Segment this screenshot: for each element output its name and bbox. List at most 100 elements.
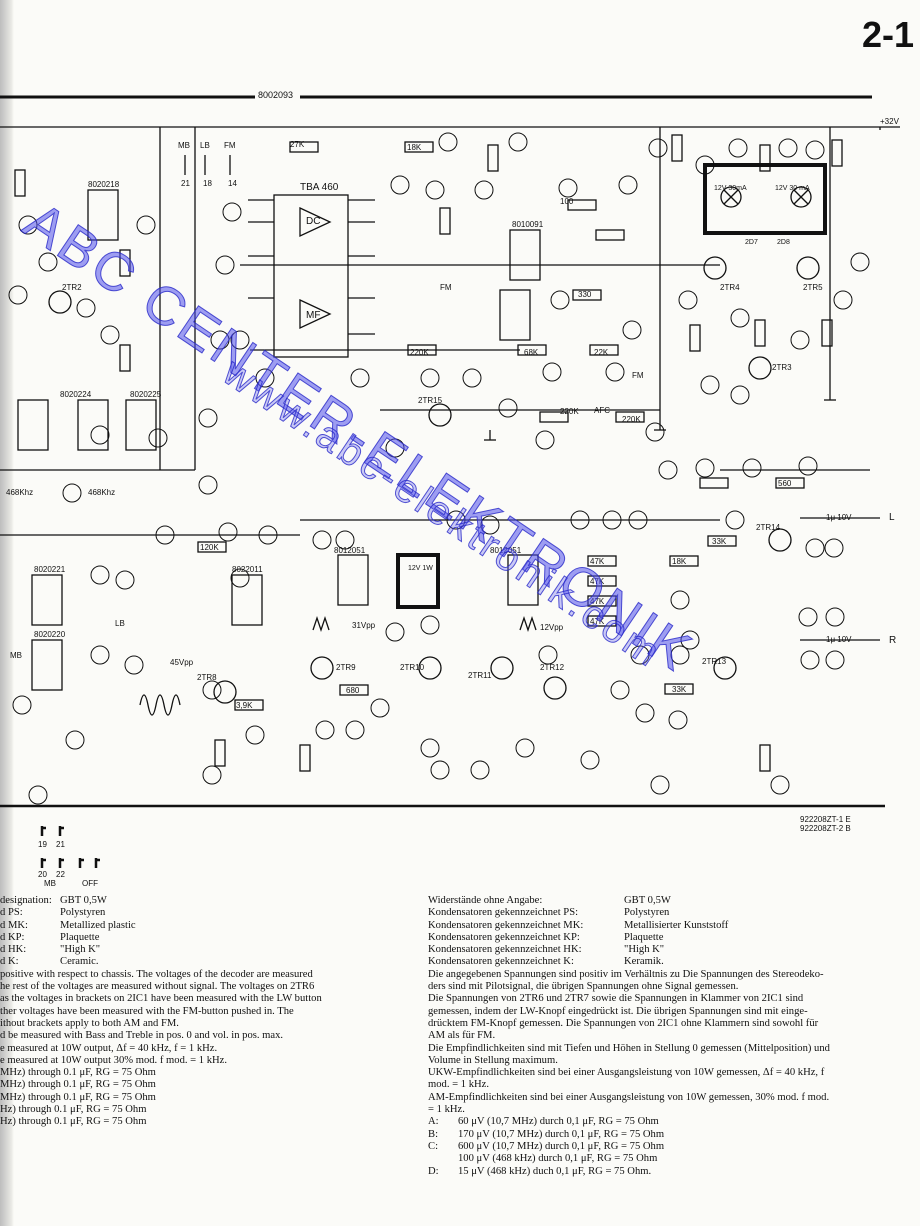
note-line: Die Spannungen von 2TR6 und 2TR7 sowie d…	[428, 993, 804, 1005]
svg-text:100: 100	[560, 197, 574, 206]
svg-text:3,9K: 3,9K	[236, 701, 253, 710]
svg-text:8022011: 8022011	[232, 565, 263, 574]
measurement-row: C: 600 μV (10,7 MHz) durch 0,1 μF, RG = 7…	[428, 1141, 916, 1153]
svg-text:L: L	[889, 512, 895, 523]
measurement-value: 600 μV (10,7 MHz) durch 0,1 μF, RG = 75 …	[458, 1140, 665, 1152]
svg-text:FM: FM	[440, 283, 452, 292]
def-row: designation: GBT 0,5W	[0, 895, 410, 907]
note-line: he rest of the voltages are measured wit…	[0, 981, 315, 993]
svg-text:AFC: AFC	[594, 406, 610, 415]
svg-text:68K: 68K	[524, 348, 539, 357]
note-line: Hz) through 0.1 μF, RG = 75 Ohm	[0, 1104, 147, 1116]
def-key: d KP:	[0, 931, 25, 943]
note-line: ders sind mit Pilotsignal, die übrigen S…	[428, 981, 739, 993]
svg-text:FM: FM	[224, 141, 236, 150]
svg-text:220K: 220K	[560, 407, 579, 416]
svg-text:2TR2: 2TR2	[62, 283, 82, 292]
measurement-row: 100 μV (468 kHz) durch 0,1 μF, RG = 75 O…	[428, 1153, 916, 1165]
svg-text:8012051: 8012051	[490, 546, 522, 555]
note-line: = 1 kHz.	[428, 1104, 465, 1116]
svg-text:+32V: +32V	[880, 117, 900, 126]
def-key: Kondensatoren gekennzeichnet MK:	[428, 919, 584, 931]
def-row: d K: Ceramic.	[0, 956, 410, 968]
svg-text:2TR5: 2TR5	[803, 283, 823, 292]
svg-text:2TR15: 2TR15	[418, 396, 443, 405]
def-row: d KP: Plaquette	[0, 932, 410, 944]
note-line: Volume in Stellung maximum.	[428, 1054, 558, 1066]
svg-text:8020218: 8020218	[88, 180, 120, 189]
def-row: Kondensatoren gekennzeichnet KP:Plaquett…	[428, 932, 916, 944]
measurement-label: B:	[428, 1128, 439, 1140]
def-val: Plaquette	[60, 931, 100, 943]
note-line: MHz) through 0.1 μF, RG = 75 Ohm	[0, 1091, 156, 1103]
svg-text:LB: LB	[200, 141, 210, 150]
sheet-ref-2: 922208ZT-2 B	[800, 824, 851, 833]
svg-text:560: 560	[778, 479, 792, 488]
note-line: mod. = 1 kHz.	[428, 1079, 489, 1091]
def-key: d PS:	[0, 907, 23, 919]
svg-text:12V 1W: 12V 1W	[408, 565, 433, 572]
svg-text:2TR9: 2TR9	[336, 663, 356, 672]
measurement-label: A:	[428, 1116, 439, 1128]
svg-text:2TR4: 2TR4	[720, 283, 740, 292]
svg-text:2TR13: 2TR13	[702, 657, 727, 666]
svg-text:1μ 10V: 1μ 10V	[826, 635, 852, 644]
sheet-ref-1: 922208ZT-1 E	[800, 815, 851, 824]
def-val: Plaquette	[624, 931, 664, 943]
svg-text:12V 30mA: 12V 30mA	[714, 185, 747, 192]
def-key: Kondensatoren gekennzeichnet K:	[428, 956, 574, 968]
def-key: designation:	[0, 895, 52, 906]
note-line: ther voltages have been measured with th…	[0, 1005, 294, 1017]
svg-text:MF: MF	[306, 310, 320, 321]
def-val: Ceramic.	[60, 956, 99, 968]
def-row: d PS:Polystyren	[0, 907, 410, 919]
measurement-row: A: 60 μV (10,7 MHz) durch 0,1 μF, RG = 75…	[428, 1116, 916, 1128]
svg-text:FM: FM	[632, 371, 644, 380]
def-val: Keramik.	[624, 956, 664, 968]
def-key: Widerstände ohne Angabe:	[428, 895, 543, 906]
svg-text:LB: LB	[115, 619, 125, 628]
measurement-value: 60 μV (10,7 MHz) durch 0,1 μF, RG = 75 O…	[458, 1116, 659, 1128]
def-row: Kondensatoren gekennzeichnet K: Keramik.	[428, 956, 916, 968]
svg-text:12Vpp: 12Vpp	[540, 623, 564, 632]
note-line: d be measured with Bass and Treble in po…	[0, 1030, 284, 1042]
def-row: d HK:"High K"	[0, 944, 410, 956]
svg-text:TBA 460: TBA 460	[300, 182, 339, 193]
page-number: 2-1	[861, 14, 914, 55]
measurement-label: C:	[428, 1140, 439, 1152]
svg-text:1μ 10V: 1μ 10V	[826, 513, 852, 522]
measurement-label: D:	[428, 1165, 439, 1177]
def-val: "High K"	[60, 944, 101, 956]
svg-text:8020224: 8020224	[60, 390, 92, 399]
note-line: MHz) through 0.1 μF, RG = 75 Ohm	[0, 1079, 156, 1091]
note-line: drücktem FM-Knopf gemessen. Die Spannung…	[428, 1017, 819, 1029]
scan-edge-shadow	[0, 0, 14, 1226]
svg-text:14: 14	[228, 179, 237, 188]
def-val: "High K"	[624, 944, 665, 956]
drawing-number: 8002093	[258, 90, 294, 100]
svg-text:2TR8: 2TR8	[197, 673, 217, 682]
measurement-label	[428, 1153, 458, 1165]
switch-pos-19: 19	[38, 840, 47, 849]
svg-text:18K: 18K	[407, 143, 422, 152]
measurement-value: 100 μV (468 kHz) durch 0,1 μF, RG = 75 O…	[458, 1153, 658, 1165]
svg-text:33K: 33K	[712, 537, 727, 546]
def-key: d K:	[0, 956, 19, 968]
svg-text:18: 18	[203, 179, 212, 188]
def-val: Metallized plastic	[60, 919, 136, 931]
svg-text:2TR14: 2TR14	[756, 523, 781, 532]
svg-text:680: 680	[346, 686, 360, 695]
svg-text:8020221: 8020221	[34, 565, 66, 574]
def-val: Metallisierter Kunststoff	[624, 919, 729, 931]
svg-text:27K: 27K	[290, 140, 305, 149]
svg-text:R: R	[889, 635, 896, 646]
switch-symbols	[40, 826, 100, 868]
svg-text:47K: 47K	[590, 577, 605, 586]
note-line: Hz) through 0.1 μF, RG = 75 Ohm	[0, 1116, 147, 1128]
svg-text:220K: 220K	[622, 415, 641, 424]
measurement-value: 15 μV (468 kHz) duch 0,1 μF, RG = 75 Ohm…	[458, 1165, 652, 1177]
def-val: Polystyren	[624, 907, 670, 919]
svg-text:2TR10: 2TR10	[400, 663, 425, 672]
def-val: GBT 0,5W	[60, 895, 107, 906]
